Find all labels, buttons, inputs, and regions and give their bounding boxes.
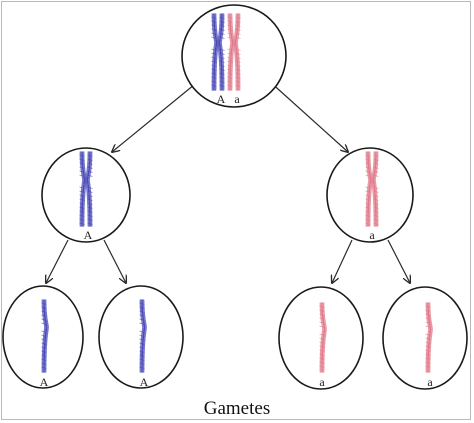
gamete-4-label: a: [427, 375, 433, 389]
gamete-3-label: a: [319, 375, 325, 389]
chromosome-A-maternal: [211, 13, 225, 91]
chromosome-a-gamete-3: [319, 302, 327, 373]
chromosome-a-gamete-4-strand: [425, 302, 433, 373]
gamete-1-label: A: [40, 375, 49, 389]
chromosome-a-duplicated-chromatid-right: [371, 151, 379, 227]
left-daughter-label: A: [84, 228, 93, 242]
chromosome-a-paternal: [227, 13, 241, 91]
gamete-cell-1: A: [2, 285, 84, 389]
chromosome-a-gamete-4: [425, 302, 433, 373]
chromosome-A-gamete-1-strand: [41, 299, 49, 373]
chromosome-A-gamete-1: [41, 299, 49, 373]
gamete-cell-2: A: [98, 285, 184, 389]
arrow-right-to-gamete-4: [387, 239, 410, 283]
chromosome-A-duplicated-chromatid-right: [85, 151, 93, 227]
parent-label-recessive: a: [234, 92, 240, 106]
right-daughter-label: a: [369, 228, 375, 242]
chromosome-A-maternal-chromatid-right: [217, 13, 225, 91]
arrow-left-to-gamete-1: [46, 239, 69, 283]
chromosome-A-gamete-2-strand: [139, 299, 147, 373]
arrow-parent-to-right: [267, 79, 348, 152]
arrow-right-to-gamete-3: [332, 239, 353, 283]
arrow-left-to-gamete-2: [103, 239, 126, 283]
gamete-cell-4: a: [382, 286, 468, 390]
gamete-cell-3: a: [278, 286, 364, 390]
gametes-caption: Gametes: [203, 398, 271, 419]
left-daughter-cell: A: [41, 147, 131, 243]
chromosome-A-duplicated: [79, 151, 93, 227]
right-daughter-cell: a: [326, 147, 414, 243]
arrow-parent-to-left: [112, 79, 201, 152]
chromosome-A-gamete-2: [139, 299, 147, 373]
chromosome-a-paternal-chromatid-right: [233, 13, 241, 91]
parent-cell: A a: [181, 4, 287, 108]
parent-label-dominant: A: [217, 92, 226, 106]
chromosome-A-maternal-chromatid-left: [211, 13, 219, 91]
chromosome-a-duplicated: [365, 151, 379, 227]
chromosome-a-gamete-3-strand: [319, 302, 327, 373]
gamete-2-label: A: [140, 375, 149, 389]
